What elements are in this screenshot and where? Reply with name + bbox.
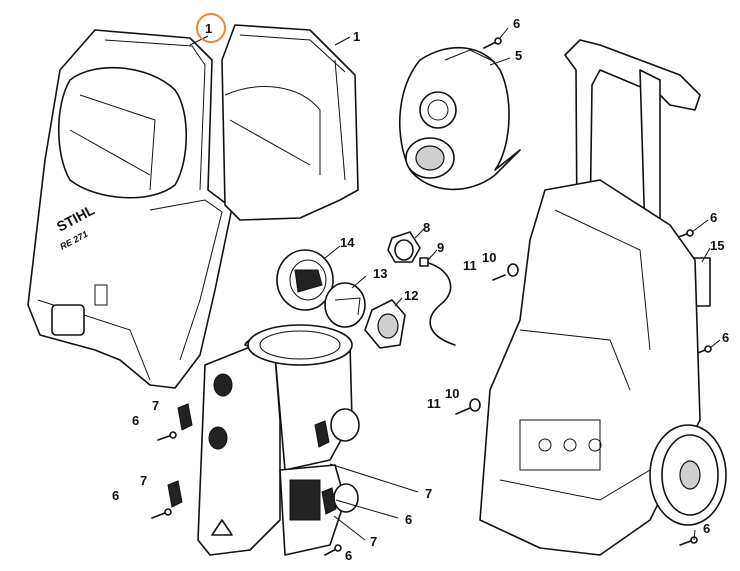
label-part-5: 5 — [515, 48, 522, 63]
motor-assembly[interactable] — [197, 324, 360, 556]
label-part-14: 14 — [340, 235, 355, 250]
label-part-6: 6 — [112, 488, 119, 503]
fan-cover-part-5[interactable] — [398, 46, 521, 191]
label-part-7: 7 — [152, 398, 159, 413]
screw-part-6-left-lower[interactable] — [151, 508, 172, 519]
label-part-8: 8 — [423, 220, 430, 235]
label-part-11: 11 — [427, 396, 441, 411]
hose-part-9[interactable] — [419, 257, 456, 346]
label-part-15: 15 — [710, 238, 724, 253]
clip-part-7-left-upper[interactable] — [177, 403, 193, 431]
label-part-12: 12 — [404, 288, 418, 303]
screw-part-11-lower[interactable] — [455, 407, 471, 415]
label-part-6: 6 — [710, 210, 717, 225]
label-part-7: 7 — [140, 473, 147, 488]
label-part-6: 6 — [722, 330, 729, 345]
knob-part-12[interactable] — [364, 299, 406, 349]
label-part-11: 11 — [463, 258, 477, 273]
frame-with-handle[interactable] — [479, 39, 701, 556]
cap-part-13[interactable] — [324, 282, 366, 328]
screw-part-11-upper[interactable] — [492, 274, 506, 281]
nozzle-part-8[interactable] — [387, 231, 421, 263]
wheel[interactable] — [649, 424, 727, 526]
highlight-ring — [196, 13, 226, 43]
screw-part-6-bottom-center[interactable] — [324, 544, 342, 556]
rear-cover-part-1[interactable] — [221, 24, 359, 221]
front-cover-part-1[interactable]: STIHL RE 271 — [27, 29, 233, 389]
washer-part-10-lower[interactable] — [469, 398, 481, 412]
label-part-10: 10 — [445, 386, 459, 401]
label-part-6: 6 — [513, 16, 520, 31]
label-part-9: 9 — [437, 240, 444, 255]
label-part-13: 13 — [373, 266, 387, 281]
clip-part-7-right-upper[interactable] — [314, 420, 330, 448]
label-part-6: 6 — [703, 521, 710, 536]
label-part-7: 7 — [370, 534, 377, 549]
washer-part-10-upper[interactable] — [507, 263, 519, 277]
label-part-1-front: 1 — [205, 21, 212, 36]
part-labels: 1 1 6 5 6 15 6 14 8 9 10 11 13 12 10 11 … — [112, 16, 729, 563]
label-part-6: 6 — [405, 512, 412, 527]
screw-part-6-top[interactable] — [483, 37, 502, 49]
leader-lines — [189, 27, 721, 541]
clip-part-7-left-lower[interactable] — [167, 480, 183, 508]
label-part-6: 6 — [345, 548, 352, 563]
label-part-1-rear: 1 — [353, 29, 360, 44]
clip-part-7-right-lower[interactable] — [321, 487, 337, 515]
label-part-6: 6 — [132, 413, 139, 428]
reel-part-14[interactable] — [276, 249, 334, 311]
label-part-10: 10 — [482, 250, 496, 265]
label-part-7: 7 — [425, 486, 432, 501]
screw-part-6-left-upper[interactable] — [157, 431, 177, 441]
